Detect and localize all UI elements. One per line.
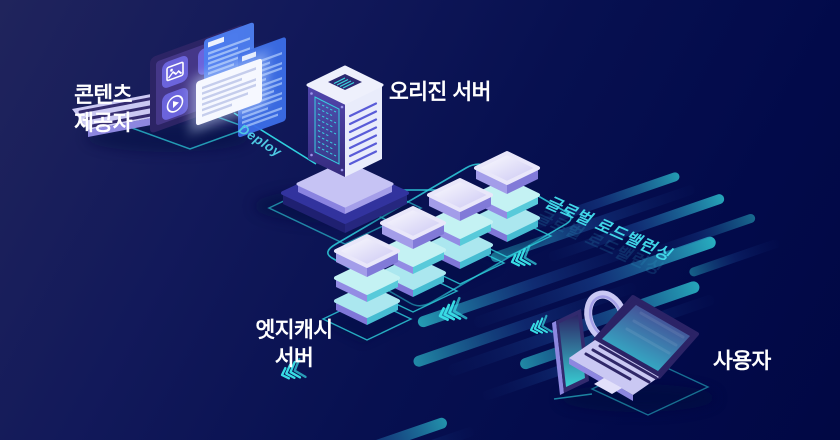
label-edge-cache-line1: 엣지캐시 [255, 318, 333, 342]
label-origin-server: 오리진 서버 [389, 80, 491, 104]
label-edge-cache: 엣지캐시 서버 [238, 317, 350, 373]
label-content-provider: 콘텐츠 제공자 [20, 82, 132, 138]
edge-cache-stacks [319, 151, 553, 344]
trackpad [594, 378, 622, 394]
edge-cache-stack [412, 178, 506, 288]
edge-cache-stack [319, 234, 413, 344]
label-user: 사용자 [713, 349, 771, 373]
data-flow-streaks [280, 172, 780, 440]
server-code-panel [310, 92, 344, 172]
content-page-white [191, 51, 267, 133]
content-provider-illustration [72, 22, 286, 152]
origin-server-illustration [254, 65, 423, 245]
user-devices-illustration [552, 290, 716, 416]
server-vent [328, 74, 362, 90]
play-icon [166, 95, 184, 113]
server-side-vents [348, 102, 378, 166]
keyboard-keys [584, 344, 658, 384]
label-content-provider-line1: 콘텐츠 [74, 83, 132, 107]
image-icon [166, 61, 184, 82]
laptop-icon [569, 295, 699, 401]
label-content-provider-line2: 제공자 [74, 110, 132, 135]
label-edge-cache-line2: 서버 [274, 345, 314, 370]
edge-cache-stack [459, 151, 553, 261]
